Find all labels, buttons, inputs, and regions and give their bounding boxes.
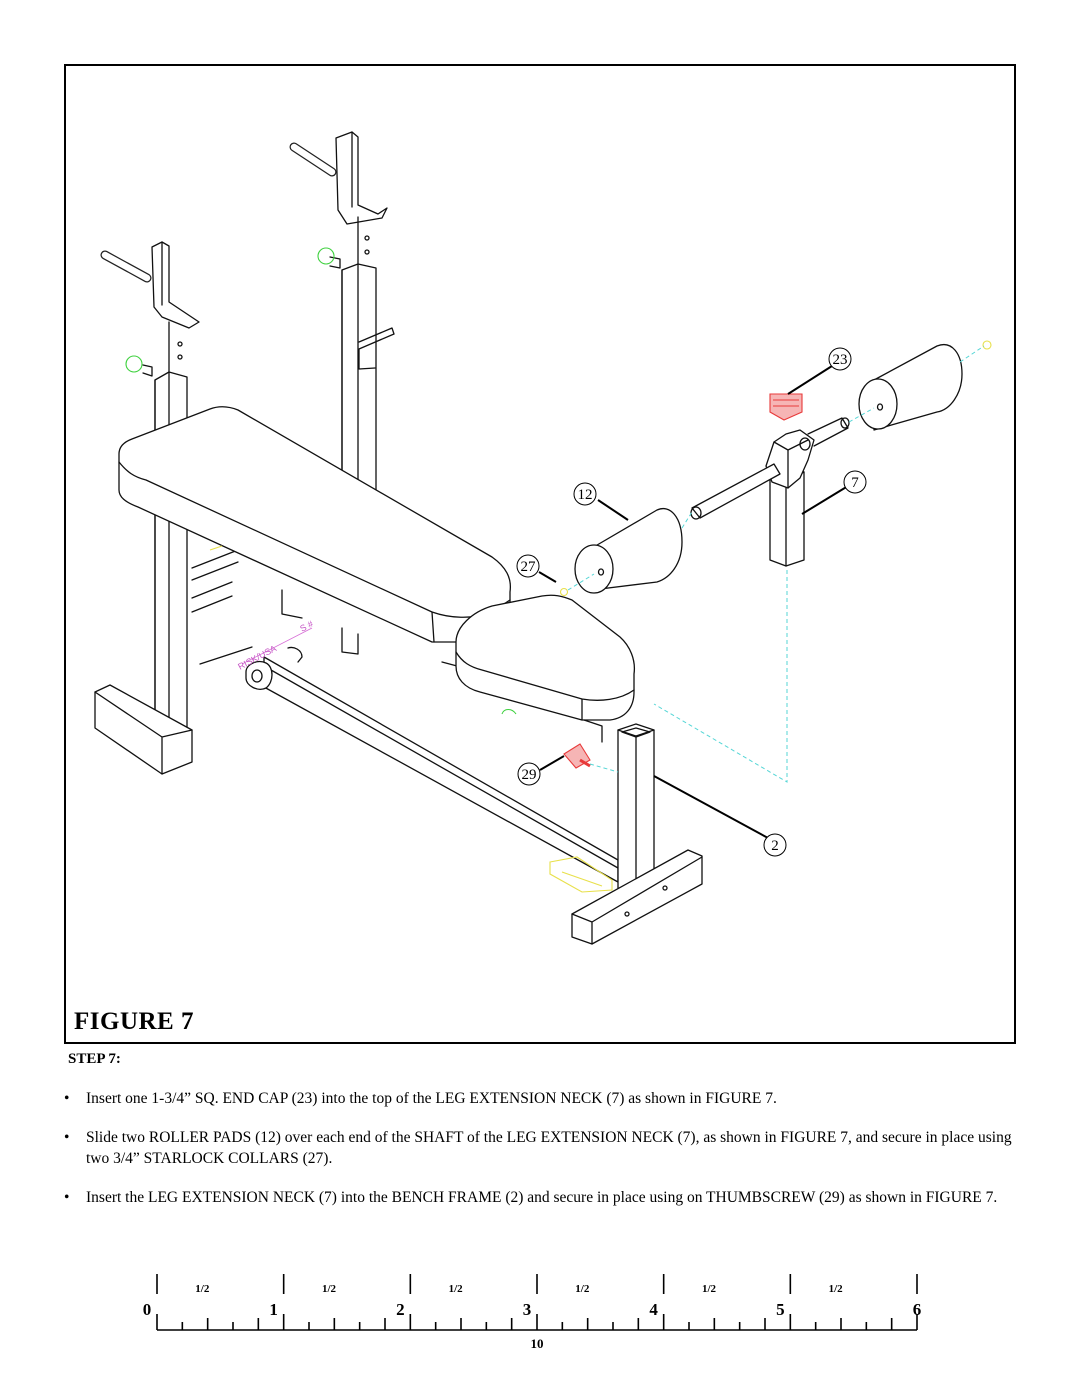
callout-circle-7 [843,470,867,494]
callout-circle-2 [763,833,787,857]
callout-27: 27 [521,559,537,575]
instruction-item: • Slide two ROLLER PADS (12) over each e… [64,1127,1014,1169]
callout-circle-12 [573,482,597,506]
callout-7: 7 [851,475,859,491]
callout-circle-23 [828,347,852,371]
ruler-unit-label: 10 [531,1336,544,1351]
callout-23: 23 [833,352,848,368]
ruler-half-label: 1/2 [575,1283,590,1295]
bullet-icon: • [64,1189,70,1206]
figure-frame: RISK/USA S # 2 [64,64,1016,1044]
ruler-major-label: 2 [396,1300,405,1319]
ruler-major-label: 5 [776,1300,785,1319]
ruler-major-label: 3 [523,1300,532,1319]
ruler-half-label: 1/2 [449,1283,464,1295]
callout-circle-29 [517,762,541,786]
callout-circle-27 [516,554,540,578]
ruler-half-label: 1/2 [702,1283,717,1295]
ruler-half-label: 1/2 [829,1283,844,1295]
bench-assembly-illustration: RISK/USA S # 2 [94,131,992,945]
step-heading: STEP 7: [68,1051,121,1067]
ruler-major-label: 0 [143,1300,152,1319]
ruler-half-label: 1/2 [322,1283,337,1295]
bullet-icon: • [64,1090,70,1107]
ruler-major-label: 1 [269,1300,278,1319]
figure-title: FIGURE 7 [74,1008,194,1035]
callout-29: 29 [522,767,537,783]
instruction-item: • Insert the LEG EXTENSION NECK (7) into… [64,1187,1014,1208]
bullet-icon: • [64,1129,70,1146]
instruction-list: • Insert one 1-3/4” SQ. END CAP (23) int… [64,1088,1014,1226]
instruction-text: Slide two ROLLER PADS (12) over each end… [86,1129,1012,1167]
callout-2: 2 [771,838,779,854]
ruler-half-label: 1/2 [195,1283,210,1295]
ruler-major-label: 6 [913,1300,922,1319]
callout-12: 12 [578,487,593,503]
instruction-text: Insert the LEG EXTENSION NECK (7) into t… [86,1189,998,1206]
ruler-major-label: 4 [649,1300,658,1319]
instruction-text: Insert one 1-3/4” SQ. END CAP (23) into … [86,1090,777,1107]
instruction-item: • Insert one 1-3/4” SQ. END CAP (23) int… [64,1088,1014,1109]
